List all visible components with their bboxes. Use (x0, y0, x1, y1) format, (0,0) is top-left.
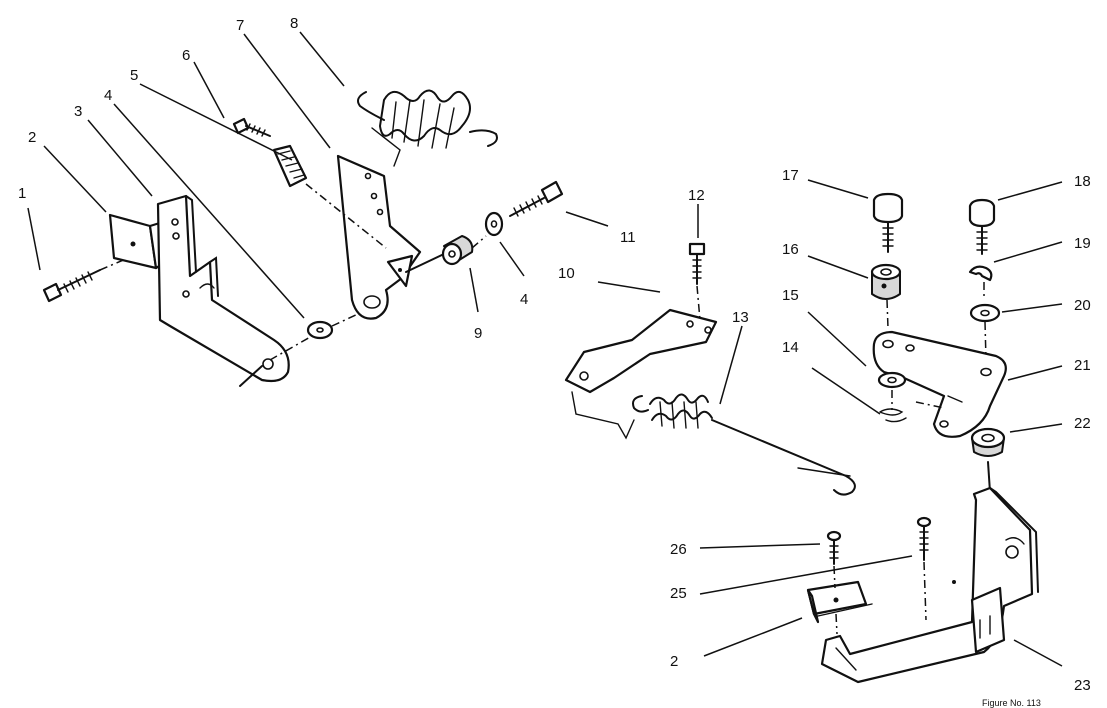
callout-14: 14 (782, 339, 799, 356)
part-4-washer (306, 320, 334, 340)
callout-16: 16 (782, 241, 799, 258)
axis-line (696, 285, 701, 321)
part-9-spacer (441, 235, 474, 266)
callout-6: 6 (182, 47, 190, 64)
part-25-screw (916, 516, 932, 561)
callout-17: 17 (782, 167, 799, 184)
callout-18: 18 (1074, 173, 1091, 190)
part-11-bolt (509, 180, 564, 217)
axis-line (915, 401, 945, 409)
part-26-screw (826, 530, 842, 565)
callout-26: 26 (670, 541, 687, 558)
part-22-nut (970, 427, 1006, 457)
callout-2: 2 (28, 129, 36, 146)
part-12-bolt (688, 242, 706, 285)
callout-13: 13 (732, 309, 749, 326)
callout-4: 4 (104, 87, 112, 104)
part-18-bolt (968, 198, 996, 255)
part-13-spring (632, 393, 856, 496)
part-8-spring (357, 89, 498, 167)
part-14-clip (879, 408, 907, 423)
axis-line (331, 313, 359, 327)
callout-22: 22 (1074, 415, 1091, 432)
callout-10: 10 (558, 265, 575, 282)
part-5-nut (272, 144, 308, 188)
callout-20: 20 (1074, 297, 1091, 314)
callout-23: 23 (1074, 677, 1091, 694)
part-23-base (820, 486, 1039, 684)
part-10-bracket (564, 308, 718, 440)
part-6-bolt (232, 117, 271, 137)
pivot-pin (239, 365, 263, 387)
callout-1: 1 (18, 185, 26, 202)
part-7-lever (336, 154, 422, 320)
callout-15: 15 (782, 287, 799, 304)
lever-link (405, 253, 445, 273)
callout-numbers: 1 2 3 4 5 6 7 8 9 4 11 10 12 13 17 16 15… (18, 15, 1091, 694)
axis-line (269, 335, 313, 361)
callout-25: 25 (670, 585, 687, 602)
part-15-washer (877, 371, 907, 389)
axis-line (471, 235, 487, 249)
part-21-plate (872, 330, 1007, 438)
callout-4-right: 4 (520, 291, 528, 308)
part-20-washer (969, 303, 1001, 323)
part-1-screw (42, 269, 101, 303)
axis-line (835, 613, 838, 635)
callout-3: 3 (74, 103, 82, 120)
callout-21: 21 (1074, 357, 1091, 374)
part-3-bracket (156, 194, 290, 383)
callout-12: 12 (688, 187, 705, 204)
figure-reference: Figure No. 113 (982, 698, 1041, 708)
callout-9: 9 (474, 325, 482, 342)
callout-19: 19 (1074, 235, 1091, 252)
callout-2-lower: 2 (670, 653, 678, 670)
axis-line (886, 299, 889, 329)
callout-11: 11 (620, 229, 636, 246)
axis-line (923, 561, 927, 621)
callout-8: 8 (290, 15, 298, 32)
callout-7: 7 (236, 17, 244, 34)
part-4-washer-2 (484, 211, 504, 237)
part-2-clip-nut-2 (806, 580, 873, 624)
leader-lines (27, 31, 1063, 667)
part-19-clip (968, 265, 993, 282)
part-16-collar (870, 263, 902, 300)
part-17-bolt (872, 192, 904, 253)
callout-5: 5 (130, 67, 138, 84)
axis-line (305, 183, 387, 249)
